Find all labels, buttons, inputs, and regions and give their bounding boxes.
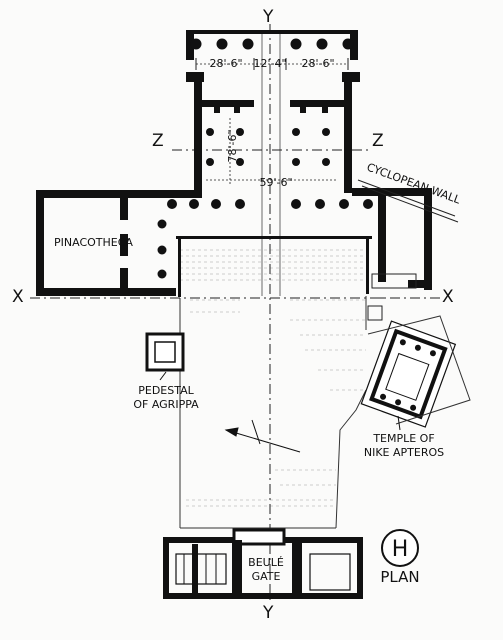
dim-inner-width: 59'-6": [259, 176, 292, 189]
central-passage: [261, 32, 281, 296]
axis-y-bottom-label: Y: [262, 603, 274, 623]
beule-gate: [163, 528, 363, 599]
label-nike-line2: NIKE APTEROS: [364, 446, 444, 459]
dim-left-width: 28'-6": [209, 57, 242, 70]
label-pinacotheca: PINACOTHECA: [54, 236, 133, 249]
nike-bastion-outline: [367, 315, 471, 425]
axis-y-top-label: Y: [262, 7, 274, 27]
plan-badge: H PLAN: [380, 529, 420, 586]
main-building-walls: [36, 30, 432, 297]
dim-depth: 78'-6": [226, 129, 239, 162]
dimension-ticks: [195, 58, 349, 70]
label-pedestal-line2: OF AGRIPPA: [133, 398, 199, 411]
label-beule-line1: BEULÉ: [248, 556, 284, 569]
columns: [157, 38, 373, 279]
temple-of-nike: [360, 320, 457, 428]
plan-letter: H: [392, 537, 409, 562]
dim-right-width: 28'-6": [301, 57, 334, 70]
east-bastion: [367, 273, 417, 321]
axis-x-right-label: X: [442, 287, 454, 307]
paving-hatching: [180, 249, 366, 507]
pedestal-of-agrippa: [145, 332, 185, 381]
label-nike-line1: TEMPLE OF: [372, 432, 434, 445]
dimension-lines: [196, 63, 348, 186]
axis-x-left-label: X: [12, 287, 24, 307]
cyclopean-wall: [357, 179, 459, 223]
axis-z-right-label: Z: [372, 131, 384, 151]
axis-z-left-label: Z: [152, 131, 164, 151]
plan-title: PLAN: [380, 568, 419, 586]
ramp-outline: [179, 296, 367, 529]
dim-center-width: 12'-4": [253, 57, 286, 70]
label-beule-line2: GATE: [252, 570, 281, 583]
nike-leader-line: [397, 415, 401, 431]
label-pedestal-line1: PEDESTAL: [138, 384, 194, 397]
alignment-marker: [224, 419, 301, 453]
